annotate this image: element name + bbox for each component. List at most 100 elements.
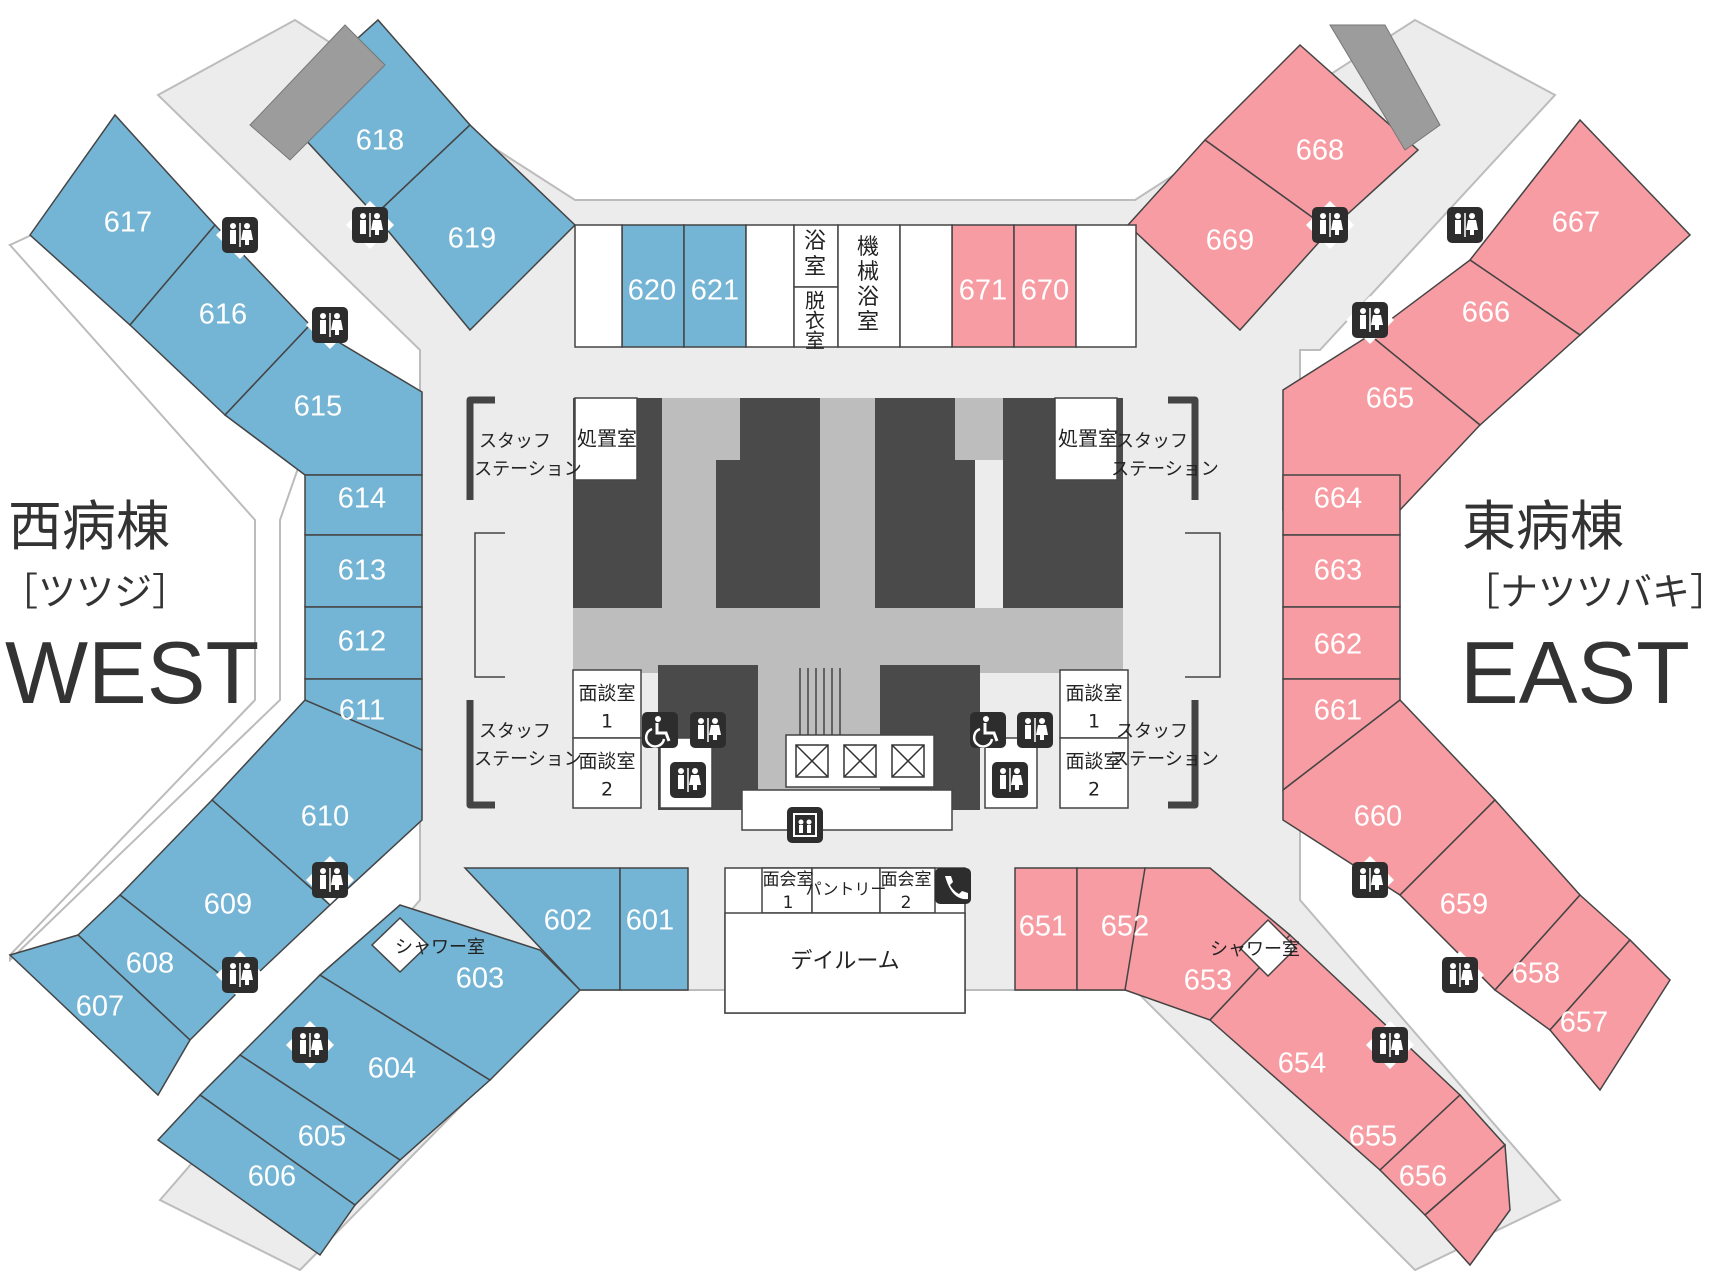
room-664 [1282,474,1401,536]
svg-text:671: 671 [959,275,1007,307]
svg-text:669: 669 [1206,225,1254,257]
svg-text:シャワー室: シャワー室 [395,937,485,958]
svg-text:612: 612 [338,626,386,658]
svg-text:処置室: 処置室 [1058,427,1118,451]
phone-icon [935,868,971,904]
svg-text:脱: 脱 [805,289,825,313]
svg-text:654: 654 [1278,1048,1326,1080]
svg-text:604: 604 [368,1053,416,1085]
svg-text:機: 機 [857,235,879,260]
svg-text:609: 609 [204,889,252,921]
svg-text:浴: 浴 [857,285,879,310]
svg-text:603: 603 [456,963,504,995]
svg-text:スタッフ: スタッフ [479,721,551,742]
svg-text:面会室: 面会室 [763,870,814,890]
svg-text:デイルーム: デイルーム [790,949,899,974]
room-601 [619,867,689,991]
svg-text:602: 602 [544,905,592,937]
svg-text:613: 613 [338,555,386,587]
central-core [570,395,1130,831]
west-room-numbers: 617 618 619 616 615 614 613 612 611 610 … [76,125,739,1193]
svg-text:パントリー: パントリー [806,880,887,899]
room-615 [223,324,423,476]
svg-text:室: 室 [805,329,825,353]
room-657 [1549,938,1671,1092]
svg-text:2: 2 [1088,779,1100,801]
svg-text:ステーション: ステーション [1111,459,1219,480]
svg-text:617: 617 [104,207,152,239]
svg-text:室: 室 [857,310,879,335]
room-662 [1282,606,1401,680]
facility-labels: 浴 室 脱 衣 室 機 械 浴 室 スタッフ ステーション スタッフ ステーショ… [395,229,1300,974]
svg-text:656: 656 [1399,1161,1447,1193]
svg-text:620: 620 [628,275,676,307]
svg-text:2: 2 [601,779,613,801]
svg-text:616: 616 [199,299,247,331]
shower-west [370,916,430,974]
svg-text:械: 械 [857,260,879,285]
room-620 [621,224,685,348]
staff-station-brackets [466,396,1199,809]
west-wing-title: 西病棟 ［ツツジ］ WEST [0,495,259,722]
svg-text:WEST: WEST [5,623,259,722]
svg-text:619: 619 [448,223,496,255]
counter-outlines [474,532,1221,678]
svg-text:［ナツツバキ］: ［ナツツバキ］ [1462,570,1720,614]
svg-text:スタッフ: スタッフ [1116,721,1188,742]
svg-text:652: 652 [1101,911,1149,943]
east-wing-title: 東病棟 ［ナツツバキ］ EAST [1460,495,1720,722]
svg-text:［ツツジ］: ［ツツジ］ [0,570,190,614]
svg-text:606: 606 [248,1161,296,1193]
svg-text:東病棟: 東病棟 [1462,495,1624,558]
west-rooms [8,18,747,1257]
svg-text:658: 658 [1512,958,1560,990]
svg-text:653: 653 [1184,965,1232,997]
svg-text:2: 2 [901,893,912,913]
svg-text:605: 605 [298,1121,346,1153]
svg-text:ステーション: ステーション [474,749,582,770]
svg-text:1: 1 [601,711,613,733]
svg-text:621: 621 [691,275,739,307]
svg-text:処置室: 処置室 [577,427,637,451]
room-656 [1423,1143,1511,1267]
svg-text:657: 657 [1560,1007,1608,1039]
svg-text:608: 608 [126,948,174,980]
svg-text:ステーション: ステーション [474,459,582,480]
svg-text:667: 667 [1552,207,1600,239]
svg-text:663: 663 [1314,555,1362,587]
room-663 [1282,534,1401,608]
stairs-icon [249,24,1441,161]
svg-text:607: 607 [76,991,124,1023]
top-service-rooms [574,224,1137,348]
svg-text:室: 室 [804,255,826,280]
svg-text:面談室: 面談室 [578,683,635,705]
center-rooms [572,397,1129,1014]
svg-text:651: 651 [1019,911,1067,943]
svg-text:スタッフ: スタッフ [1116,431,1188,452]
room-671 [951,224,1015,348]
svg-text:面会室: 面会室 [881,870,932,890]
svg-text:661: 661 [1314,695,1362,727]
svg-text:665: 665 [1366,383,1414,415]
room-621 [683,224,747,348]
east-rooms [951,43,1692,1267]
svg-text:668: 668 [1296,135,1344,167]
svg-text:655: 655 [1349,1121,1397,1153]
svg-text:シャワー室: シャワー室 [1210,939,1300,960]
svg-text:614: 614 [338,483,386,515]
room-607 [8,934,191,1097]
svg-text:1: 1 [783,893,794,913]
svg-text:ステーション: ステーション [1111,749,1219,770]
svg-text:670: 670 [1021,275,1069,307]
svg-text:面談室: 面談室 [578,751,635,773]
svg-text:615: 615 [294,391,342,423]
elevator-icon [786,806,824,844]
svg-text:1: 1 [1088,711,1100,733]
svg-text:618: 618 [356,125,404,157]
svg-text:664: 664 [1314,483,1362,515]
svg-text:浴: 浴 [804,229,826,254]
svg-text:601: 601 [626,905,674,937]
svg-text:659: 659 [1440,889,1488,921]
svg-text:スタッフ: スタッフ [479,431,551,452]
